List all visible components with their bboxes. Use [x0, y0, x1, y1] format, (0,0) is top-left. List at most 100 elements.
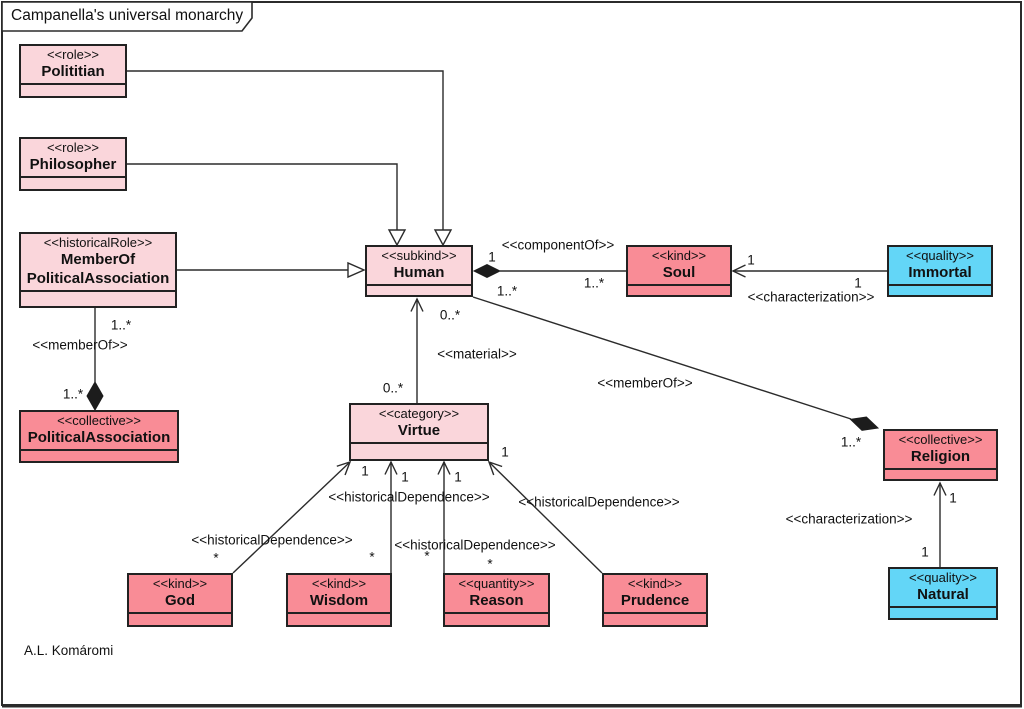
class-attribute-compartment — [21, 449, 177, 461]
edge-label-characterization-religion: <<characterization>> — [785, 511, 913, 527]
edge-label-memberof-religion: <<memberOf>> — [597, 375, 693, 391]
edge-label-historicaldependence-prudence: <<historicalDependence>> — [518, 494, 680, 510]
multiplicity-label: * — [487, 556, 493, 572]
class-attribute-compartment — [129, 612, 231, 625]
class-attribute-compartment — [628, 284, 730, 295]
multiplicity-label: 1..* — [840, 434, 862, 450]
class-name: Wisdom — [309, 592, 369, 610]
class-politicalassociation: <<collective>>PoliticalAssociation — [19, 410, 179, 463]
multiplicity-label: 1 — [501, 444, 509, 460]
class-immortal: <<quality>>Immortal — [887, 245, 993, 297]
class-name: Philosopher — [29, 156, 117, 174]
multiplicity-label: * — [424, 548, 430, 564]
class-philosopher: <<role>>Philosopher — [19, 137, 127, 191]
class-name: God — [165, 592, 195, 610]
class-attribute-compartment — [351, 442, 487, 459]
class-stereotype: <<quantity>> — [458, 576, 535, 591]
composition-diamond-icon — [86, 380, 104, 412]
class-stereotype: <<collective>> — [57, 413, 141, 428]
multiplicity-label: 1..* — [583, 275, 605, 291]
edge-label-historicaldependence-wisdom: <<historicalDependence>> — [328, 489, 490, 505]
edge-label-memberof-pa: <<memberOf>> — [32, 337, 128, 353]
generalization-polititian-human-line — [127, 70, 444, 230]
class-stereotype: <<collective>> — [898, 432, 983, 447]
edge-label-material: <<material>> — [437, 346, 517, 362]
class-attribute-compartment — [604, 612, 706, 625]
diagram-title: Campanella's universal monarchy — [11, 7, 244, 24]
class-attribute-compartment — [889, 284, 991, 295]
edge-label-historicaldependence-reason: <<historicalDependence>> — [394, 537, 556, 553]
generalization-arrow-icon — [387, 229, 407, 247]
frame-title-tab — [1, 1, 253, 32]
multiplicity-label: 1..* — [62, 386, 84, 402]
multiplicity-label: 1 — [401, 469, 409, 485]
multiplicity-label: * — [213, 550, 219, 566]
multiplicity-label: 0..* — [439, 307, 461, 323]
class-religion: <<collective>>Religion — [883, 429, 998, 481]
class-attribute-compartment — [288, 612, 390, 625]
historicaldependence-god-virtue-line — [232, 460, 352, 574]
class-attribute-compartment — [367, 284, 471, 295]
class-god: <<kind>>God — [127, 573, 233, 627]
composition-diamond-icon — [472, 263, 502, 279]
class-attribute-compartment — [890, 606, 996, 618]
multiplicity-label: 1 — [454, 469, 462, 485]
historicaldependence-prudence-virtue-line — [487, 460, 603, 574]
generalization-arrow-icon — [347, 261, 366, 279]
class-soul: <<kind>>Soul — [626, 245, 732, 297]
class-name: Natural — [917, 586, 969, 604]
multiplicity-label: 0..* — [382, 380, 404, 396]
class-attribute-compartment — [445, 612, 548, 625]
multiplicity-label: 1..* — [496, 283, 518, 299]
class-stereotype: <<historicalRole>> — [43, 235, 153, 250]
class-name: Immortal — [908, 264, 972, 282]
edge-label-characterization-soul: <<characterization>> — [747, 289, 875, 305]
class-stereotype: <<role>> — [46, 47, 100, 62]
multiplicity-label: 1 — [949, 490, 957, 506]
generalization-philosopher-human-line — [127, 163, 398, 230]
author-credit: A.L. Komáromi — [24, 643, 114, 658]
class-virtue: <<category>>Virtue — [349, 403, 489, 461]
class-attribute-compartment — [21, 83, 125, 96]
class-reason: <<quantity>>Reason — [443, 573, 550, 627]
class-attribute-compartment — [21, 176, 125, 189]
class-name: Prudence — [620, 592, 690, 610]
class-stereotype: <<subkind>> — [381, 248, 457, 263]
class-stereotype: <<quality>> — [909, 570, 977, 585]
class-prudence: <<kind>>Prudence — [602, 573, 708, 627]
class-stereotype: <<role>> — [46, 140, 100, 155]
class-stereotype: <<kind>> — [311, 576, 367, 591]
class-name: Reason — [469, 592, 524, 610]
multiplicity-label: 1 — [854, 275, 862, 291]
class-name-line1: MemberOf — [60, 251, 136, 269]
class-name: Soul — [662, 264, 696, 282]
class-name: Polititian — [41, 63, 105, 81]
class-name-line2: PoliticalAssociation — [26, 270, 170, 287]
class-stereotype: <<category>> — [378, 406, 460, 421]
edge-label-historicaldependence-god: <<historicalDependence>> — [191, 532, 353, 548]
class-human: <<subkind>>Human — [365, 245, 473, 297]
class-name: Human — [393, 264, 445, 282]
class-stereotype: <<quality>> — [906, 248, 974, 263]
multiplicity-label: 1..* — [110, 317, 132, 333]
class-name: Religion — [910, 448, 971, 466]
class-natural: <<quality>>Natural — [888, 567, 998, 620]
class-wisdom: <<kind>>Wisdom — [286, 573, 392, 627]
generalization-arrow-icon — [433, 229, 453, 247]
class-attribute-compartment — [21, 289, 175, 306]
multiplicity-label: 1 — [747, 252, 755, 268]
class-name: PoliticalAssociation — [27, 429, 171, 447]
multiplicity-label: 1 — [921, 544, 929, 560]
edge-label-componentof: <<componentOf>> — [501, 237, 615, 253]
class-name: Virtue — [397, 422, 441, 440]
class-attribute-compartment — [885, 468, 996, 479]
class-stereotype: <<kind>> — [627, 576, 683, 591]
composition-diamond-icon — [849, 416, 880, 431]
class-memberof-politicalassociation: <<historicalRole>> MemberOf PoliticalAss… — [19, 232, 177, 308]
multiplicity-label: 1 — [488, 249, 496, 265]
class-stereotype: <<kind>> — [651, 248, 707, 263]
multiplicity-label: * — [369, 549, 375, 565]
multiplicity-label: 1 — [361, 463, 369, 479]
